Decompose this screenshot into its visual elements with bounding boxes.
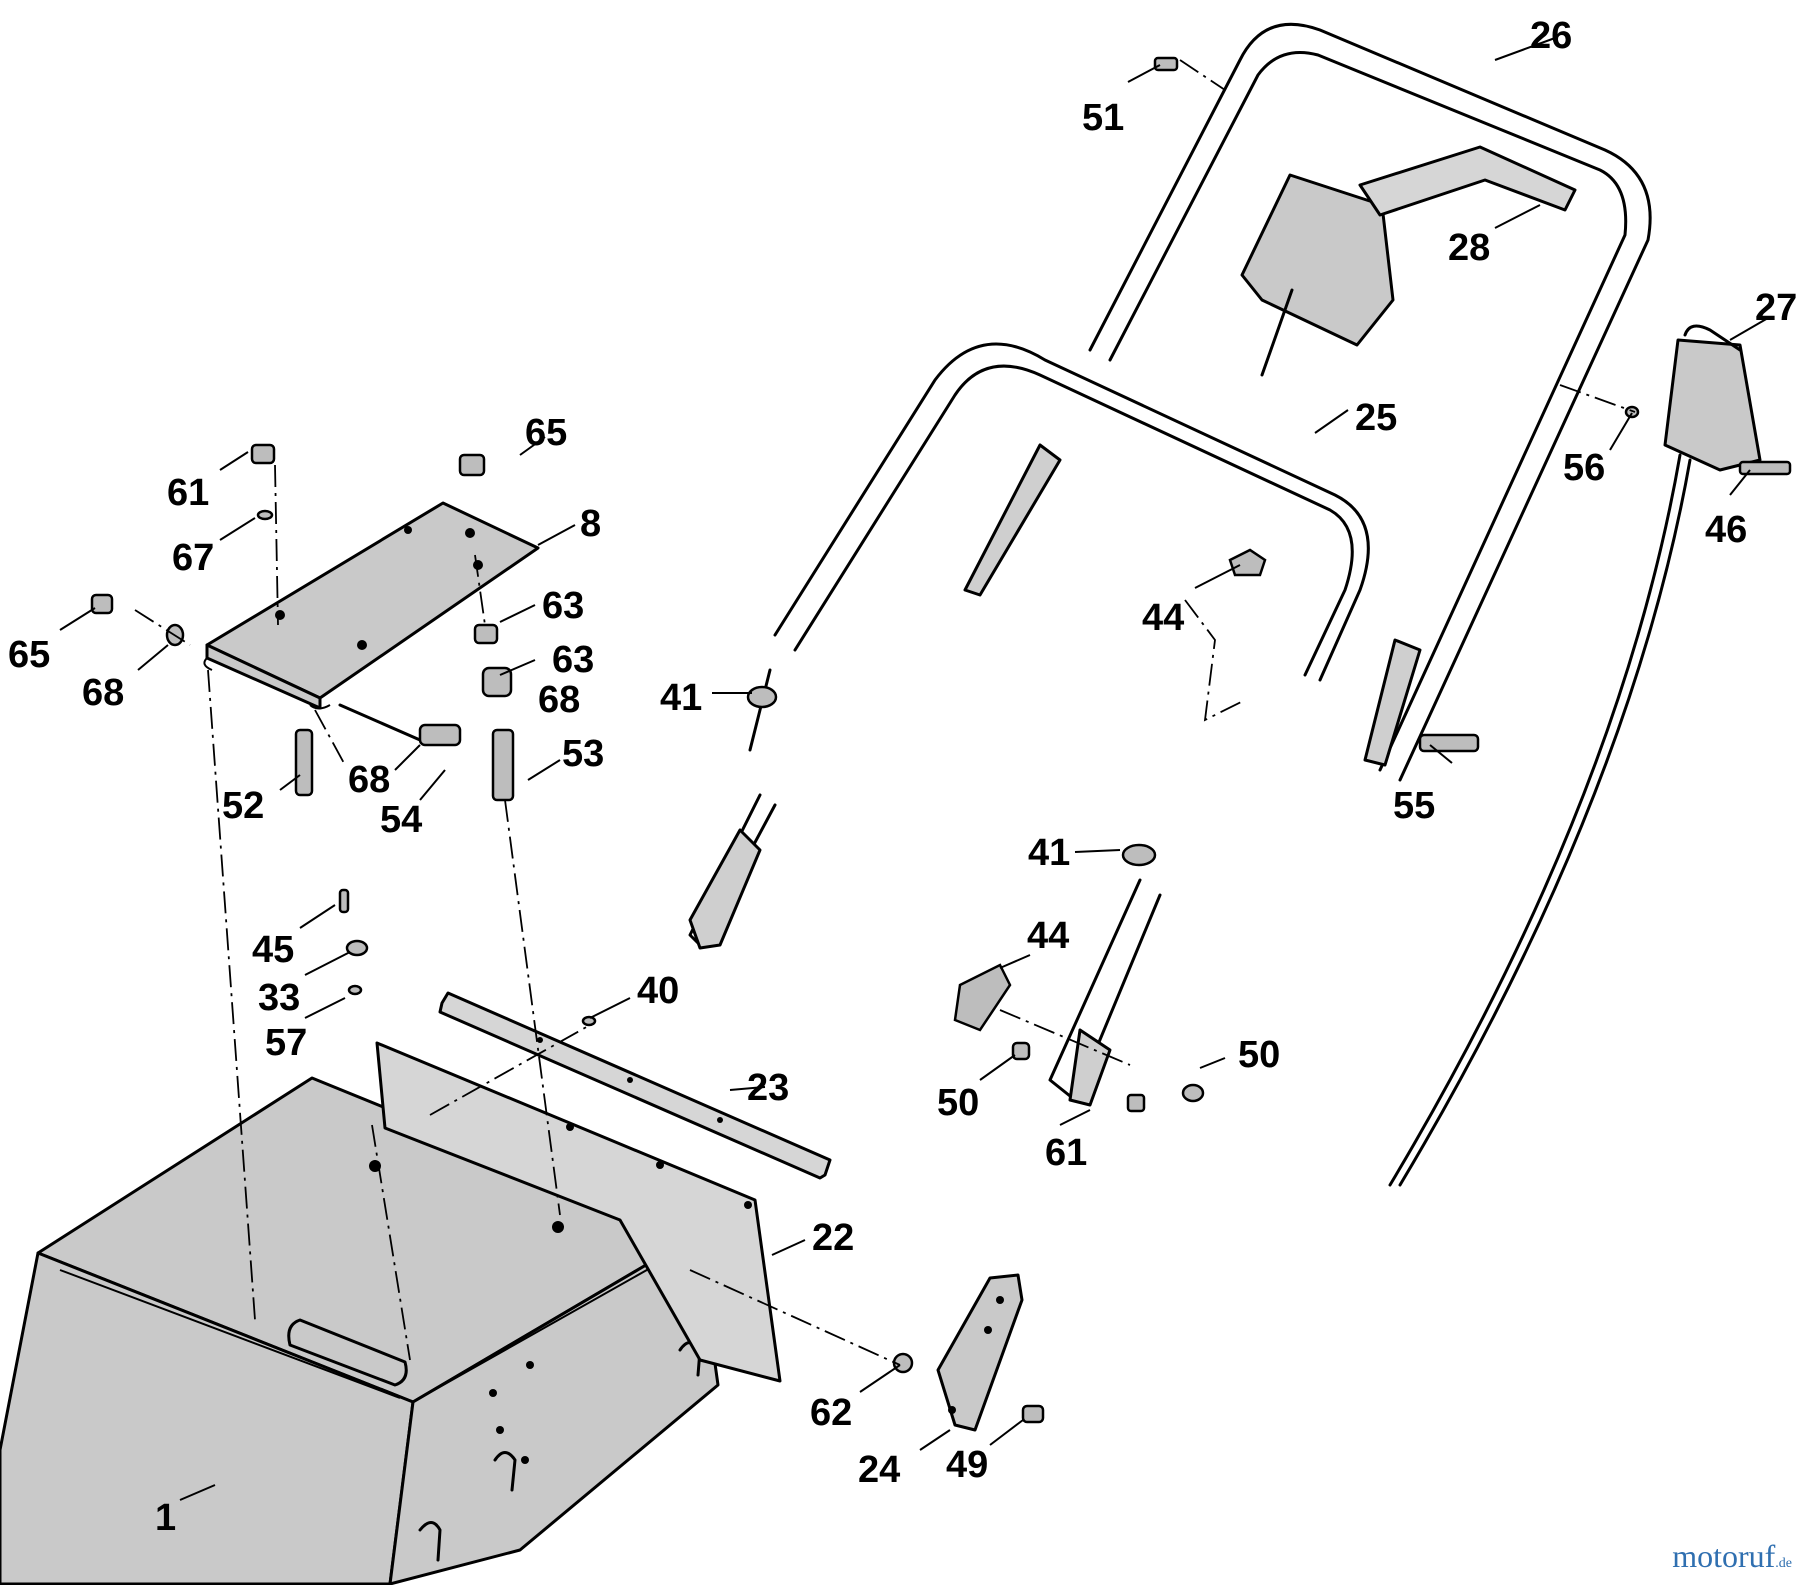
part-22-rear-plate bbox=[375, 1041, 782, 1383]
part-26-upper-handle bbox=[1088, 22, 1652, 782]
callout-41-right: 41 bbox=[1028, 832, 1070, 874]
part-27-throttle-lever bbox=[1388, 324, 1762, 1187]
callout-46: 46 bbox=[1705, 509, 1747, 551]
watermark-text: motoruf bbox=[1672, 1538, 1776, 1574]
callout-65-top: 65 bbox=[525, 412, 567, 454]
callout-62: 62 bbox=[810, 1392, 852, 1434]
assembly-dash-lines bbox=[134, 59, 1636, 1366]
callout-54: 54 bbox=[380, 799, 422, 841]
callout-41-left: 41 bbox=[660, 677, 702, 719]
part-25-lower-handle bbox=[688, 342, 1370, 1107]
callout-61-upper: 61 bbox=[167, 472, 209, 514]
callout-50-right: 50 bbox=[1238, 1034, 1280, 1076]
callout-44-lower: 44 bbox=[1027, 915, 1069, 957]
callout-labels: 26 51 28 27 25 56 46 44 41 55 41 44 50 5… bbox=[8, 15, 1797, 1539]
callout-56: 56 bbox=[1563, 447, 1605, 489]
callout-1: 1 bbox=[155, 1497, 176, 1539]
callout-57: 57 bbox=[265, 1022, 307, 1064]
callout-40: 40 bbox=[637, 970, 679, 1012]
callout-65-left: 65 bbox=[8, 634, 50, 676]
watermark-logo: motoruf.de bbox=[1672, 1538, 1792, 1575]
callout-25: 25 bbox=[1355, 397, 1397, 439]
callout-28: 28 bbox=[1448, 227, 1490, 269]
part-24-side-bracket bbox=[936, 1273, 1024, 1432]
callout-45: 45 bbox=[252, 929, 294, 971]
hardware-fasteners bbox=[90, 56, 1792, 1424]
callout-44-upper: 44 bbox=[1142, 597, 1184, 639]
callout-68-right: 68 bbox=[538, 679, 580, 721]
callout-8: 8 bbox=[580, 503, 601, 545]
callout-53: 53 bbox=[562, 733, 604, 775]
watermark-suffix: .de bbox=[1775, 1556, 1792, 1571]
part-28-control-box bbox=[1240, 145, 1577, 377]
part-1-body-box bbox=[0, 1076, 720, 1585]
callout-51: 51 bbox=[1082, 97, 1124, 139]
callout-63-lower: 63 bbox=[552, 639, 594, 681]
callout-23: 23 bbox=[747, 1067, 789, 1109]
callout-50-left: 50 bbox=[937, 1082, 979, 1124]
callout-33: 33 bbox=[258, 977, 300, 1019]
callout-22: 22 bbox=[812, 1217, 854, 1259]
callout-63-upper: 63 bbox=[542, 585, 584, 627]
callout-67: 67 bbox=[172, 537, 214, 579]
callout-49: 49 bbox=[946, 1444, 988, 1486]
leader-lines bbox=[59, 37, 1769, 1501]
callout-52: 52 bbox=[222, 785, 264, 827]
callout-27: 27 bbox=[1755, 287, 1797, 329]
callout-61-lower: 61 bbox=[1045, 1132, 1087, 1174]
callout-55: 55 bbox=[1393, 785, 1435, 827]
callout-24: 24 bbox=[858, 1449, 900, 1491]
callout-68-left: 68 bbox=[82, 672, 124, 714]
callout-26: 26 bbox=[1530, 15, 1572, 57]
callout-68-mid: 68 bbox=[348, 759, 390, 801]
